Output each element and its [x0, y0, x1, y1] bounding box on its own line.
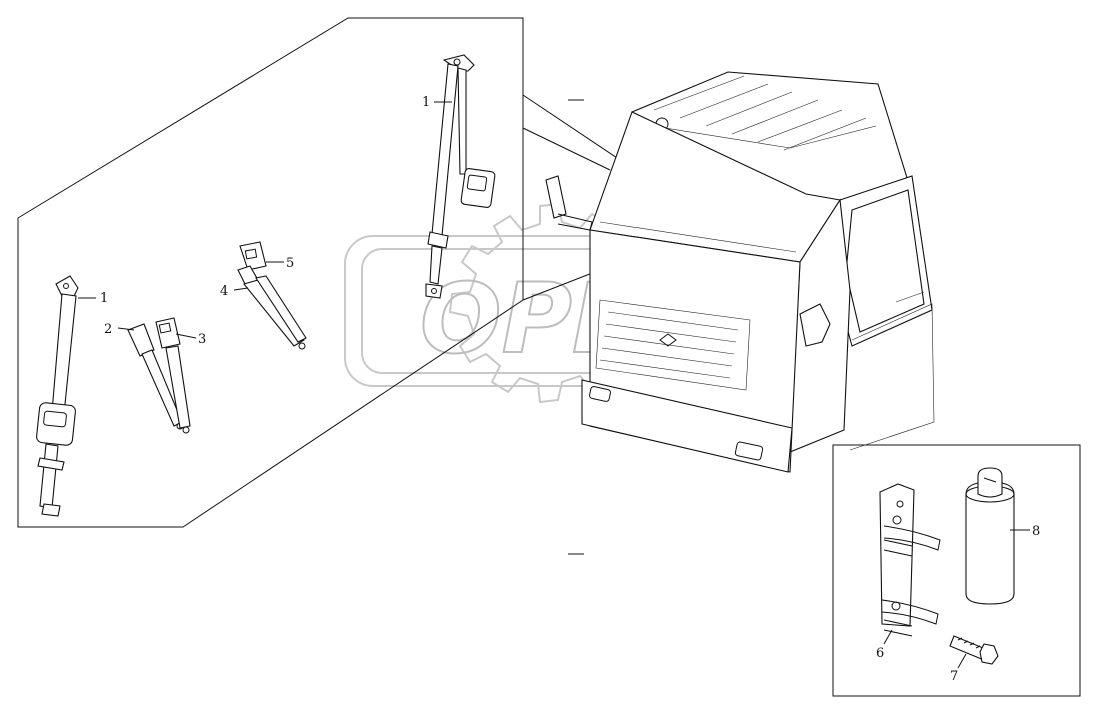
- callout-1-upper: 1: [422, 95, 430, 110]
- callout-7: 7: [950, 669, 958, 684]
- seat-belt-1-lower: [36, 275, 79, 517]
- bolt-7: [949, 635, 999, 665]
- callout-leaders: [78, 101, 1030, 669]
- seat-belt-1-upper: [425, 54, 496, 299]
- callout-1-lower: 1: [100, 291, 108, 306]
- callout-3: 3: [198, 332, 206, 347]
- callout-4: 4: [220, 284, 228, 299]
- mirror-bracket-6: [879, 483, 941, 637]
- seat-belt-buckle-3: [155, 317, 191, 434]
- callout-2: 2: [104, 322, 112, 337]
- accessory-group-frame: [832, 444, 1081, 697]
- seat-belt-buckle-4-5: [237, 241, 307, 350]
- callout-5: 5: [286, 256, 294, 271]
- callout-8: 8: [1032, 524, 1040, 539]
- callout-6: 6: [876, 646, 884, 661]
- truck-cab: [545, 71, 935, 473]
- bottle-8: [965, 467, 1015, 605]
